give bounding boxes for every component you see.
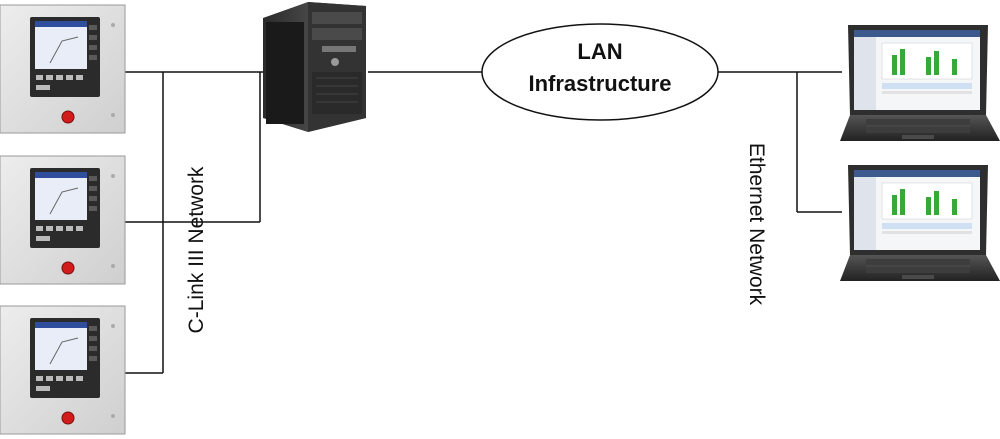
controller-panel-3	[0, 305, 126, 435]
laptop-1	[839, 24, 1000, 142]
controller-panel-1	[0, 4, 126, 134]
lan-label-line2: Infrastructure	[528, 71, 671, 96]
lan-label-line1: LAN	[577, 39, 622, 64]
clink-network-label: C-Link III Network	[185, 166, 208, 333]
server-tower	[263, 2, 366, 132]
clink-wiring	[125, 71, 263, 374]
lan-infrastructure: LAN Infrastructure	[481, 23, 719, 121]
ethernet-wiring	[718, 71, 842, 213]
controller-panel-2	[0, 155, 126, 285]
ethernet-network-label: Ethernet Network	[745, 143, 768, 306]
laptop-2	[839, 164, 1000, 282]
